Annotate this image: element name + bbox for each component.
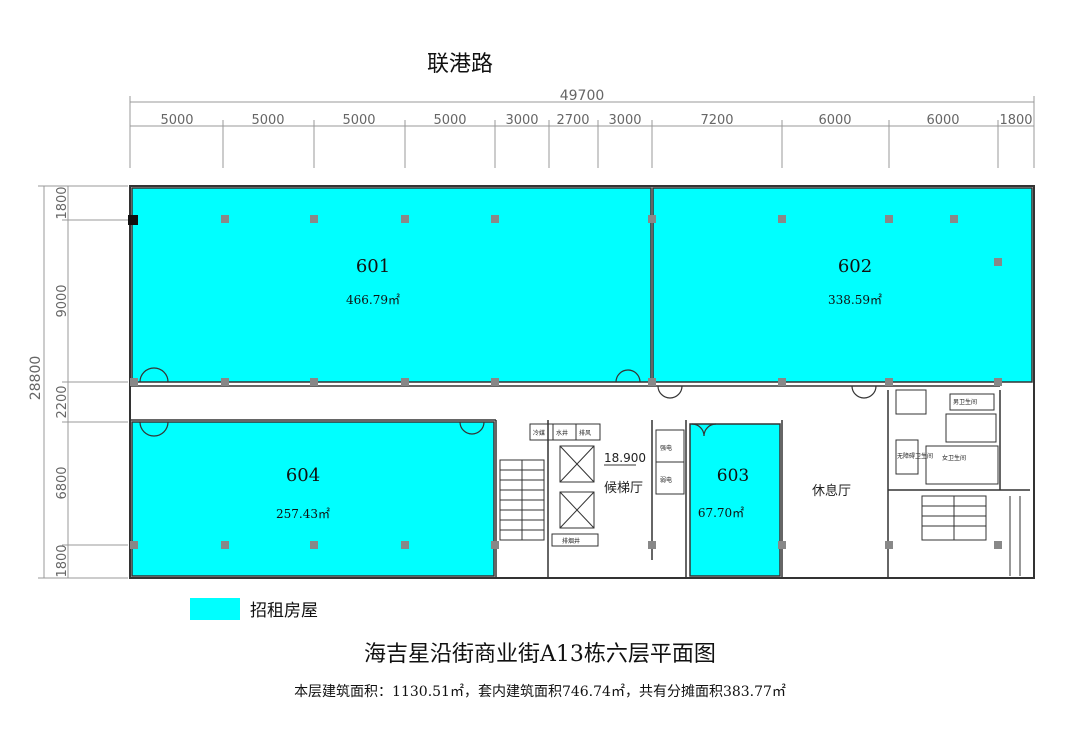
room-label-smoke: 排烟井 (562, 537, 580, 545)
total-height-label: 28800 (28, 356, 44, 401)
total-width-label: 49700 (560, 88, 605, 104)
left-dim-5: 1800 (55, 544, 70, 577)
door-swings (139, 367, 877, 437)
area-summary: 本层建筑面积：1130.51㎡，套内建筑面积746.74㎡，共有分摊面积383.… (294, 684, 786, 700)
stair-left (499, 459, 545, 541)
left-dimension-lines (38, 185, 128, 579)
corridor-walls (130, 385, 1030, 578)
elevator-shafts (529, 423, 685, 547)
room-label-female-wc: 女卫生间 (942, 454, 966, 462)
room-label-accessible-wc: 无障碍卫生间 (897, 452, 933, 460)
unit-604-area: 257.43㎡ (276, 507, 330, 521)
lift-hall-label: 候梯厅 (604, 481, 643, 496)
unit-604 (131, 421, 495, 577)
top-dim-6: 2700 (556, 113, 589, 128)
top-dim-4: 5000 (433, 113, 466, 128)
top-dim-8: 7200 (700, 113, 733, 128)
left-dim-2: 9000 (55, 284, 70, 317)
unit-601 (131, 187, 652, 383)
top-dimension-lines (129, 96, 1035, 168)
unit-602 (652, 187, 1033, 383)
unit-602-number: 602 (838, 256, 872, 277)
corner-column (128, 215, 138, 225)
plan-title: 海吉星沿街商业街A13栋六层平面图 (364, 642, 716, 667)
left-dim-3: 2200 (55, 385, 70, 418)
elevation-label: 18.900 (604, 451, 646, 465)
room-label-chiller: 冷媒 (533, 429, 545, 437)
room-label-strong-power: 强电 (660, 444, 672, 452)
room-label-male-wc: 男卫生间 (953, 398, 977, 406)
top-dim-3: 5000 (342, 113, 375, 128)
room-label-weak-power: 弱电 (660, 476, 672, 484)
top-dim-11: 1800 (999, 113, 1032, 128)
room-label-water: 水井 (556, 429, 568, 437)
unit-604-number: 604 (286, 465, 320, 486)
unit-601-area: 466.79㎡ (346, 293, 400, 307)
lounge-label: 休息厅 (812, 483, 851, 499)
left-dim-4: 6800 (55, 466, 70, 499)
unit-603-area: 67.70㎡ (698, 506, 744, 520)
top-dim-7: 3000 (608, 113, 641, 128)
top-dim-1: 5000 (160, 113, 193, 128)
legend-label: 招租房屋 (250, 601, 318, 621)
left-dim-1: 1800 (55, 186, 70, 219)
toilet-block (895, 389, 1021, 576)
street-name: 联港路 (426, 52, 493, 77)
unit-603 (689, 423, 781, 577)
unit-602-area: 338.59㎡ (828, 293, 882, 307)
structural-columns (130, 215, 1002, 549)
legend: 招租房屋 (190, 596, 318, 621)
top-dim-9: 6000 (818, 113, 851, 128)
top-dim-5: 3000 (505, 113, 538, 128)
room-label-exhaust: 排风 (579, 429, 591, 437)
unit-601-number: 601 (356, 256, 390, 277)
top-dim-10: 6000 (926, 113, 959, 128)
top-dim-2: 5000 (251, 113, 284, 128)
unit-603-number: 603 (717, 466, 749, 486)
legend-swatch (190, 597, 240, 620)
floor-plan: 49700 5000 5000 5000 5000 3000 2700 3000… (28, 88, 1035, 579)
